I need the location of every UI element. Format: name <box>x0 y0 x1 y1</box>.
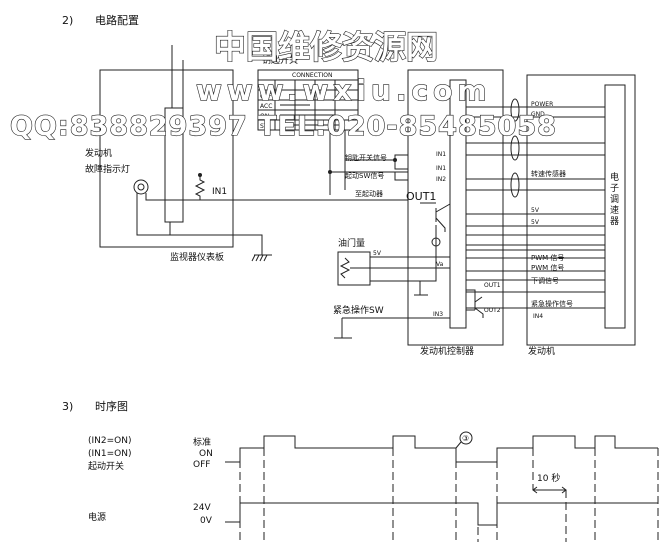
in3-label: IN3 <box>433 311 443 318</box>
level-label: 24V <box>193 503 211 513</box>
out1-label: OUT1 <box>406 190 436 203</box>
watermark-line1: 中国维修资源网 <box>214 28 438 66</box>
governor-char: 电 <box>610 171 619 183</box>
transistor-icon <box>420 202 451 232</box>
governor-char: 子 <box>610 183 619 194</box>
throttle-5v: 5V <box>373 250 382 257</box>
throttle-va: Va <box>436 261 444 268</box>
controller-label: 发动机控制器 <box>420 345 474 357</box>
switch-label: 起动开关 <box>88 460 124 472</box>
interval-arrow-icon <box>532 486 567 494</box>
level-label: ON <box>199 449 213 459</box>
ground-icon <box>251 254 272 262</box>
key-switch-header: CONNECTION <box>292 72 333 79</box>
sig-pwm-1: PWM 信号 <box>531 253 564 262</box>
start-sw-label: 起动SW信号 <box>345 171 384 180</box>
controller-out1: OUT1 <box>484 282 501 289</box>
row-off: OFF <box>260 93 272 100</box>
potentiometer-icon <box>339 225 450 282</box>
sig-down: 下调信号 <box>531 276 559 285</box>
in1a-label: IN1 <box>436 151 446 158</box>
sig-power: POWER <box>531 101 553 108</box>
governor-char: 器 <box>610 216 619 227</box>
engine-controller: OUT1 OUT1 OUT2 发动机控制器 <box>406 69 504 357</box>
panel-label: 监视器仪表板 <box>170 251 224 263</box>
switch-label: (IN2=ON) <box>88 436 132 446</box>
timing-diagram: (IN2=ON) (IN1=ON) 起动开关 标准 ON OFF 电源 24V … <box>88 431 659 542</box>
sig-pwm-2: PWM 信号 <box>531 263 564 272</box>
key-switch-label: 钥匙开关 <box>262 54 298 66</box>
throttle-label: 油门量 <box>338 237 365 249</box>
sig-emergency: 紧急操作信号 <box>531 299 573 308</box>
governor-char: 调 <box>610 194 619 205</box>
emergency-sw-label: 紧急操作SW <box>333 304 384 316</box>
row-st: ST <box>260 123 268 130</box>
level-label: OFF <box>193 460 210 470</box>
watermark-line3: QQ:838829397 TEL:020-85485058 <box>10 111 557 142</box>
interval-label: 10 秒 <box>537 472 560 484</box>
switch-label: (IN1=ON) <box>88 449 132 459</box>
sig-5v-a: 5V <box>531 207 540 214</box>
key-signal-label: 钥匙开关信号 <box>345 153 387 162</box>
section2-title: 电路配置 <box>95 14 139 27</box>
watermark: 中国维修资源网 www.wxiu.com QQ:838829397 TEL:02… <box>9 27 557 142</box>
engine-label: 发动机 <box>528 345 555 357</box>
in2-label: IN2 <box>436 176 446 183</box>
to-starter-label: 至起动器 <box>355 189 383 198</box>
power-label: 电源 <box>88 511 106 523</box>
row-acc: ACC <box>260 103 272 110</box>
row-on: ON <box>260 113 269 120</box>
throttle: 油门量 5V Va <box>337 225 450 296</box>
engine-box: 电 子 调 速 器 POWER GND 转速传感器 5V 5V PWM 信号 P… <box>466 74 636 357</box>
lamp-label-2: 故障指示灯 <box>85 163 130 175</box>
sig-in4: IN4 <box>533 313 543 320</box>
monitor-panel: 发动机 故障指示灯 IN1 监视器仪表板 <box>85 45 408 263</box>
sig-5v-b: 5V <box>531 219 540 226</box>
sig-speed: 转速传感器 <box>531 169 566 178</box>
watermark-line2: www.wxiu.com <box>196 74 492 107</box>
section3-number: 3) <box>62 400 73 413</box>
lamp-icon <box>133 179 149 195</box>
sig-gnd: GND <box>531 111 545 118</box>
in1b-label: IN1 <box>436 165 446 172</box>
power-waveform <box>225 502 658 526</box>
transistor-out1-icon <box>466 289 484 318</box>
level-label: 标准 <box>193 436 211 448</box>
governor-char: 速 <box>610 205 619 216</box>
lamp-label-1: 发动机 <box>85 147 112 159</box>
marker-3: ③ <box>462 434 469 443</box>
in1-label: IN1 <box>212 187 227 197</box>
resistor-icon <box>194 175 206 200</box>
section3-title: 时序图 <box>95 399 128 413</box>
controller-out2: OUT2 <box>484 307 501 314</box>
key-switch: 钥匙开关 CONNECTION OFF ACC ON ST <box>257 54 408 195</box>
level-label: 0V <box>200 516 213 526</box>
section2-number: 2) <box>62 14 73 27</box>
switch-waveform <box>225 435 658 463</box>
